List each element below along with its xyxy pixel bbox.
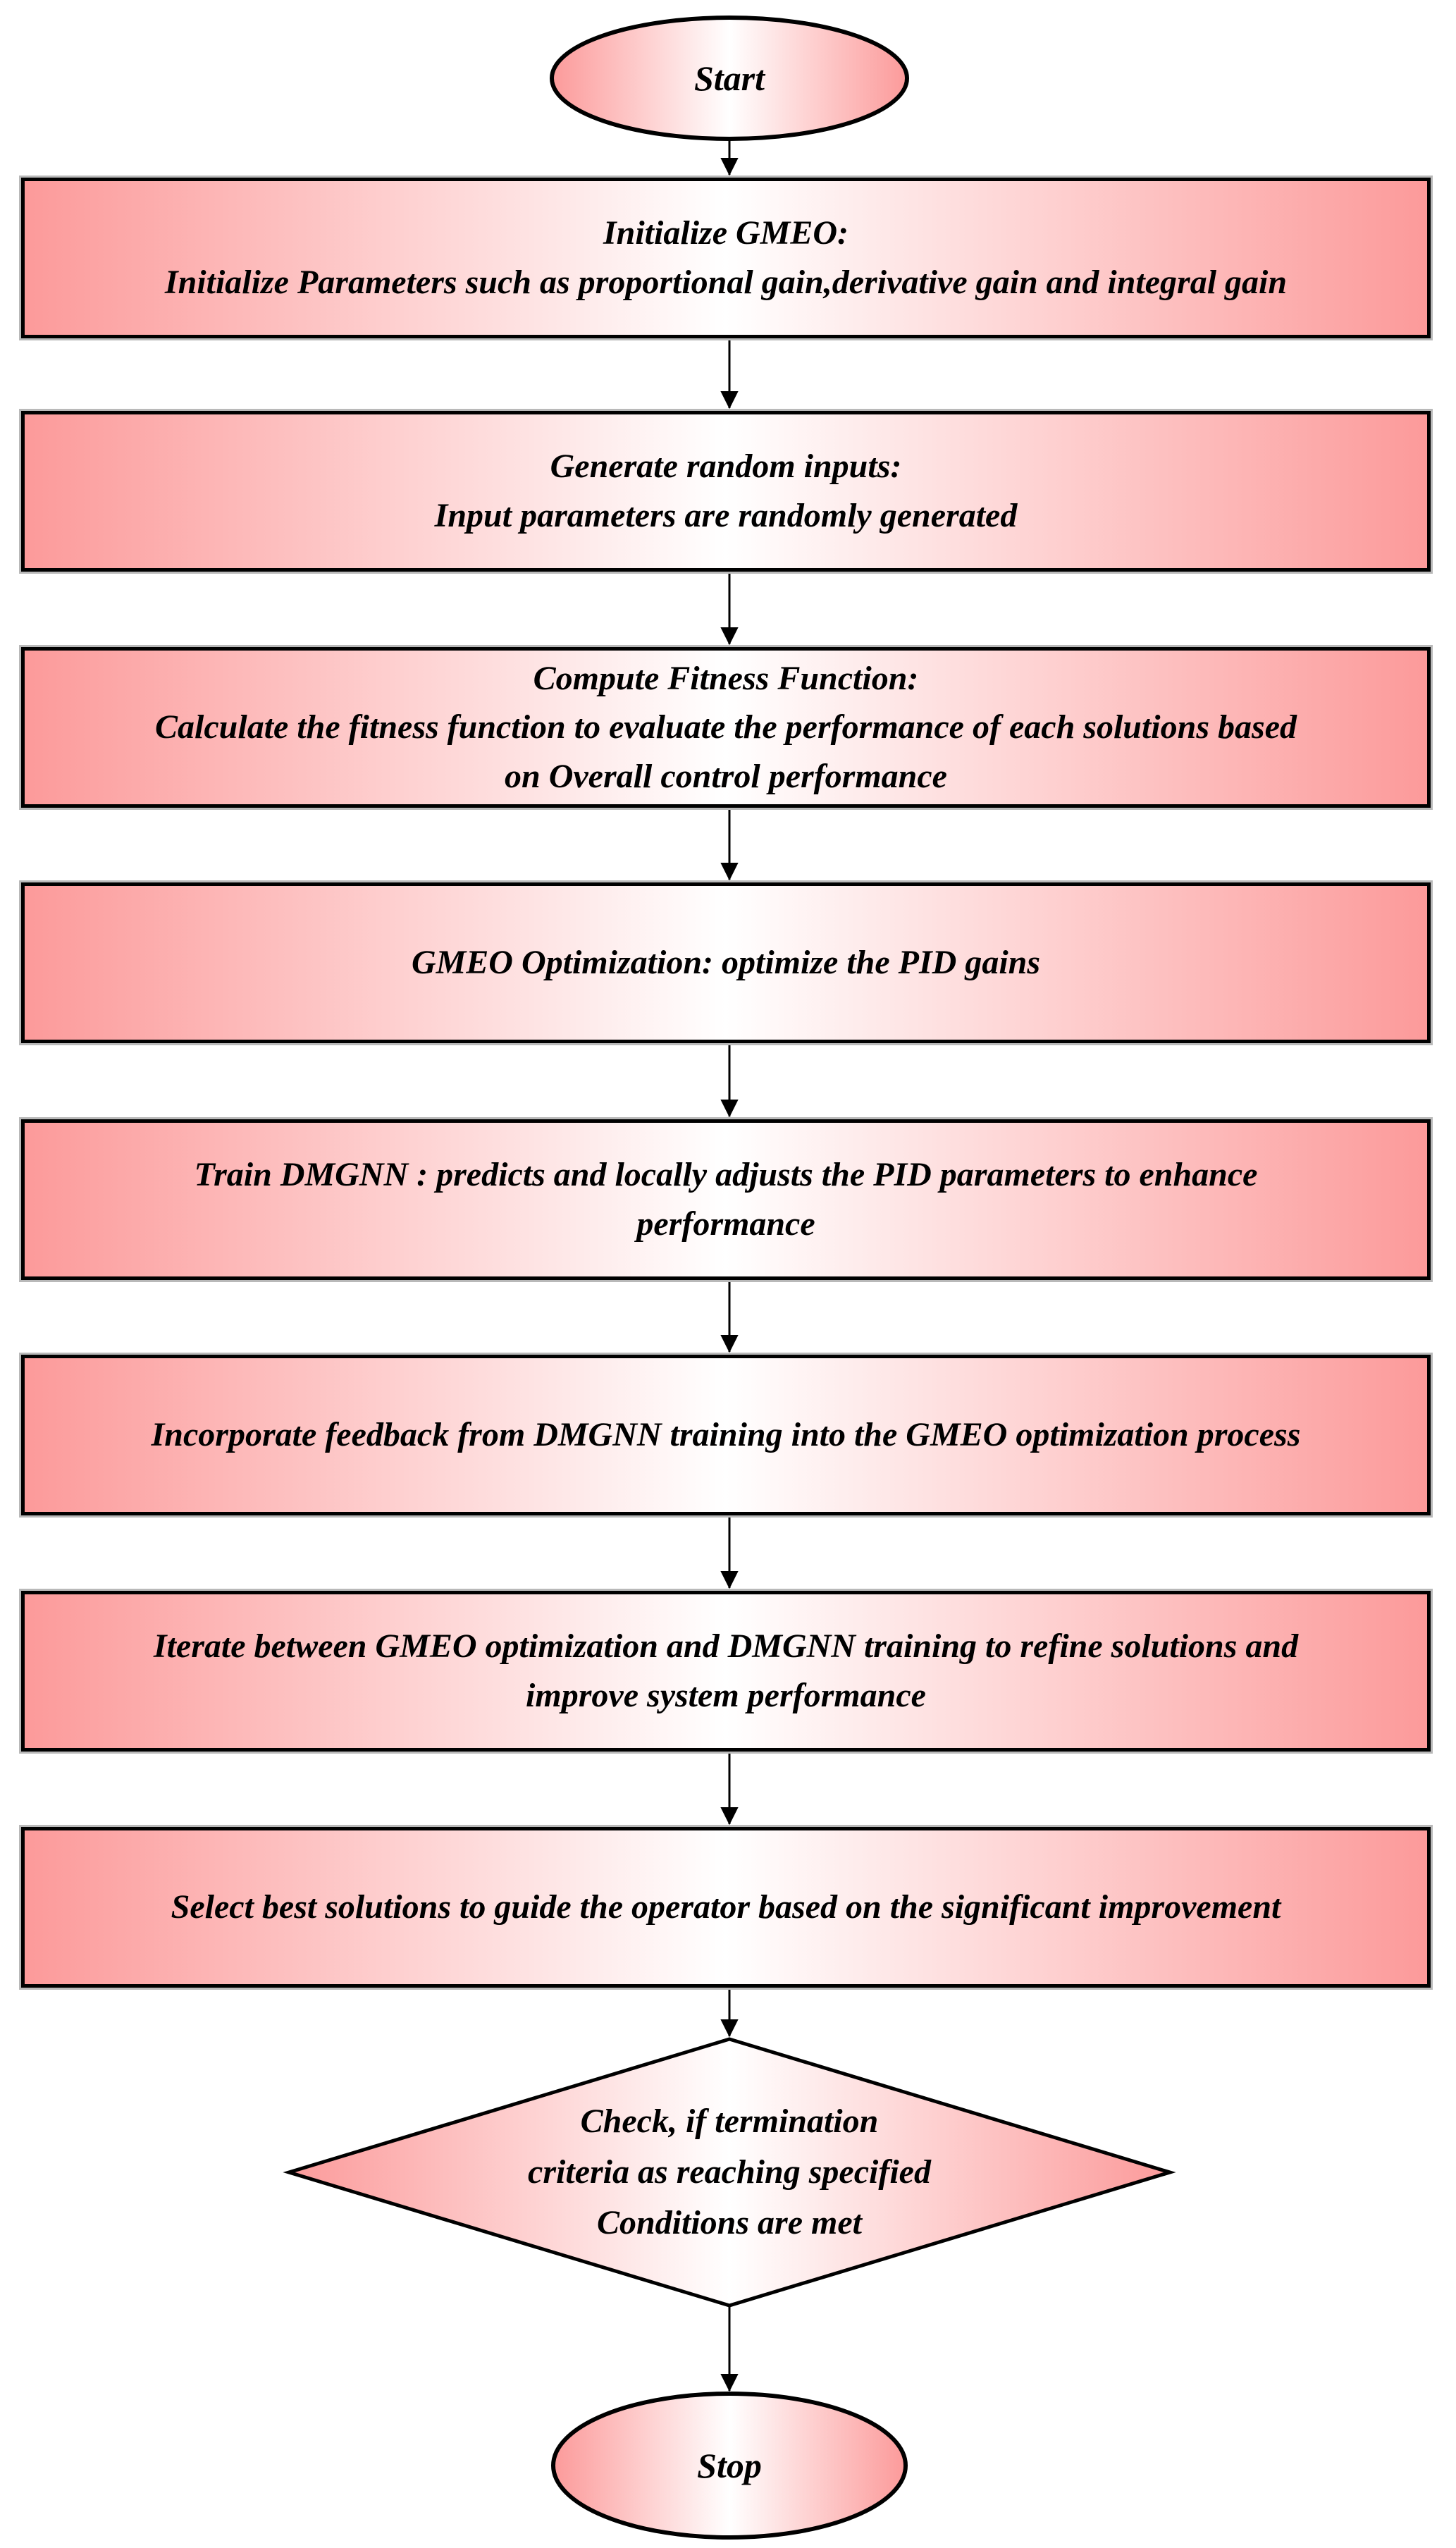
process-label: Select best solutions to guide the opera… — [171, 1888, 1281, 1926]
process-initialize-gmeo: Initialize GMEO: Initialize Parameters s… — [21, 178, 1431, 338]
start-terminator-shape — [550, 16, 909, 141]
process-incorporate-feedback: Incorporate feedback from DMGNN training… — [21, 1355, 1431, 1515]
process-iterate-refine: Iterate between GMEO optimization and DM… — [21, 1591, 1431, 1752]
process-label: Incorporate feedback from DMGNN training… — [151, 1416, 1301, 1454]
process-train-dmgnn: Train DMGNN : predicts and locally adjus… — [21, 1119, 1431, 1280]
process-generate-random-inputs: Generate random inputs: Input parameters… — [21, 411, 1431, 572]
process-label: Generate random inputs: Input parameters… — [434, 448, 1018, 534]
stop-terminator-shape — [551, 2392, 908, 2540]
process-gmeo-optimization: GMEO Optimization: optimize the PID gain… — [21, 882, 1431, 1043]
process-label: Compute Fitness Function: Calculate the … — [155, 659, 1297, 795]
process-select-best-solutions: Select best solutions to guide the opera… — [21, 1827, 1431, 1988]
process-label: GMEO Optimization: optimize the PID gain… — [411, 944, 1041, 982]
process-label: Train DMGNN : predicts and locally adjus… — [194, 1156, 1258, 1243]
process-label: Initialize GMEO: Initialize Parameters s… — [164, 214, 1288, 301]
process-label: Iterate between GMEO optimization and DM… — [153, 1627, 1299, 1714]
process-compute-fitness: Compute Fitness Function: Calculate the … — [21, 647, 1431, 808]
decision-diamond-shape — [283, 2037, 1176, 2308]
